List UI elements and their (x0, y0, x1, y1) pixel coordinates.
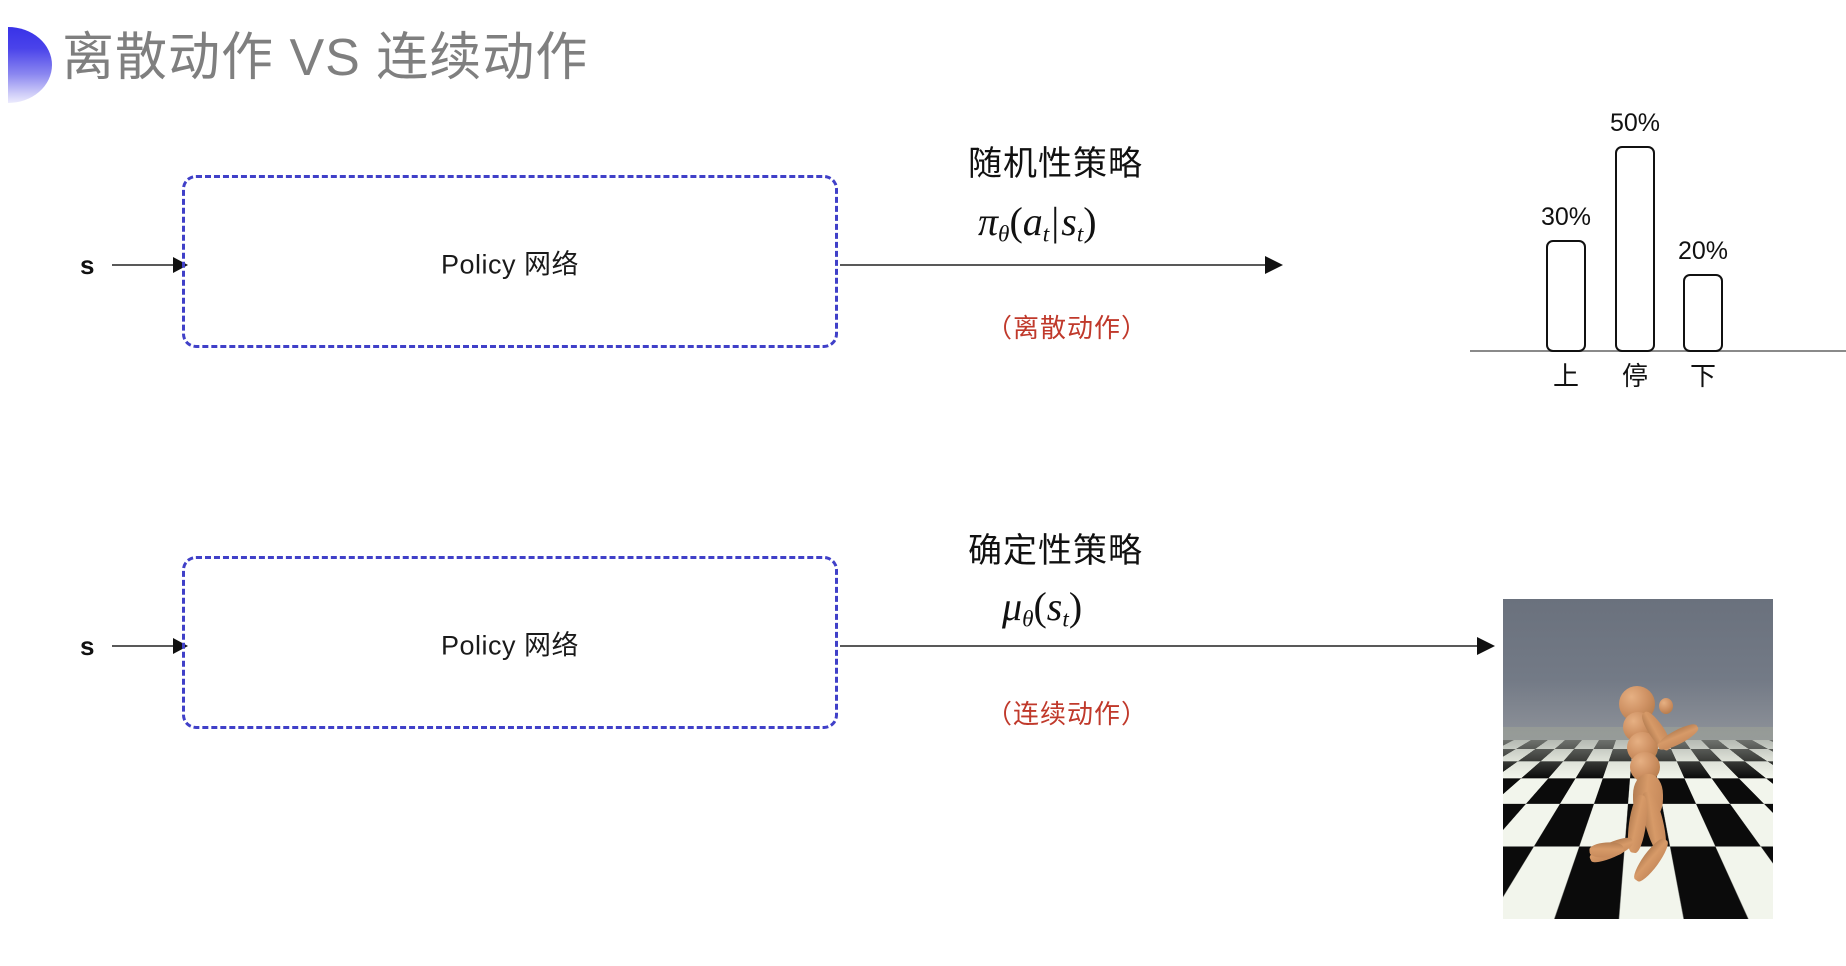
bar-value-1: 50% (1609, 109, 1661, 137)
formula-open-paren: ( (1009, 199, 1023, 244)
bar-value-0: 30% (1540, 203, 1592, 231)
bar-rect-1[interactable] (1615, 146, 1655, 352)
formula-arg-s-sub: t (1076, 221, 1084, 248)
policy-network-label-discrete: Policy 网络 (440, 249, 580, 279)
formula-sub-theta-2: θ (1022, 606, 1034, 633)
policy-formula-continuous: μθ(st) (1002, 583, 1082, 633)
page-title: 离散动作 VS 连续动作 (62, 29, 589, 87)
policy-network-label-continuous: Policy 网络 (440, 630, 580, 660)
action-note-discrete: （离散动作） (986, 313, 1149, 343)
bar-category-2: 下 (1689, 361, 1716, 391)
humanoid-simulation-image (1503, 599, 1773, 919)
formula-arg-s-2: s (1046, 584, 1063, 629)
bar-value-2: 20% (1677, 237, 1729, 265)
formula-sub-theta: θ (998, 221, 1010, 248)
policy-kind-discrete: 随机性策略 (968, 145, 1143, 183)
formula-arg-s-sub-2: t (1062, 606, 1069, 633)
input-arrow-continuous (112, 638, 188, 654)
formula-arg-a-sub: t (1042, 221, 1050, 248)
formula-open-paren-2: ( (1033, 584, 1047, 629)
formula-close-paren-2: ) (1068, 584, 1083, 629)
policy-formula-discrete: πθ(at|st) (978, 198, 1097, 248)
input-state-label-discrete: s (80, 250, 95, 280)
bar-category-0: 上 (1552, 361, 1579, 391)
formula-symbol-mu: μ (1002, 584, 1023, 629)
input-arrow-discrete (112, 257, 188, 273)
formula-symbol-pi: π (978, 199, 999, 244)
title-bullet-icon (8, 27, 52, 103)
formula-close-paren: ) (1083, 199, 1097, 244)
policy-network-box-continuous[interactable]: Policy 网络 (182, 556, 838, 729)
action-note-continuous: （连续动作） (986, 699, 1149, 729)
output-arrow-continuous (840, 637, 1495, 655)
input-state-label-continuous: s (80, 631, 95, 661)
output-arrow-discrete (840, 256, 1283, 274)
discrete-action-bar-chart: 30% 上 50% 停 20% 下 (1470, 96, 1846, 396)
policy-network-box-discrete[interactable]: Policy 网络 (182, 175, 838, 348)
humanoid-hand (1659, 698, 1673, 714)
bar-rect-0[interactable] (1546, 240, 1586, 352)
formula-conditional-bar: | (1051, 199, 1060, 244)
chart-baseline-axis (1470, 350, 1846, 352)
policy-kind-continuous: 确定性策略 (968, 532, 1143, 570)
formula-arg-a: a (1022, 199, 1043, 244)
bar-category-1: 停 (1621, 361, 1648, 391)
bar-rect-2[interactable] (1683, 274, 1723, 352)
formula-arg-s: s (1061, 199, 1077, 244)
